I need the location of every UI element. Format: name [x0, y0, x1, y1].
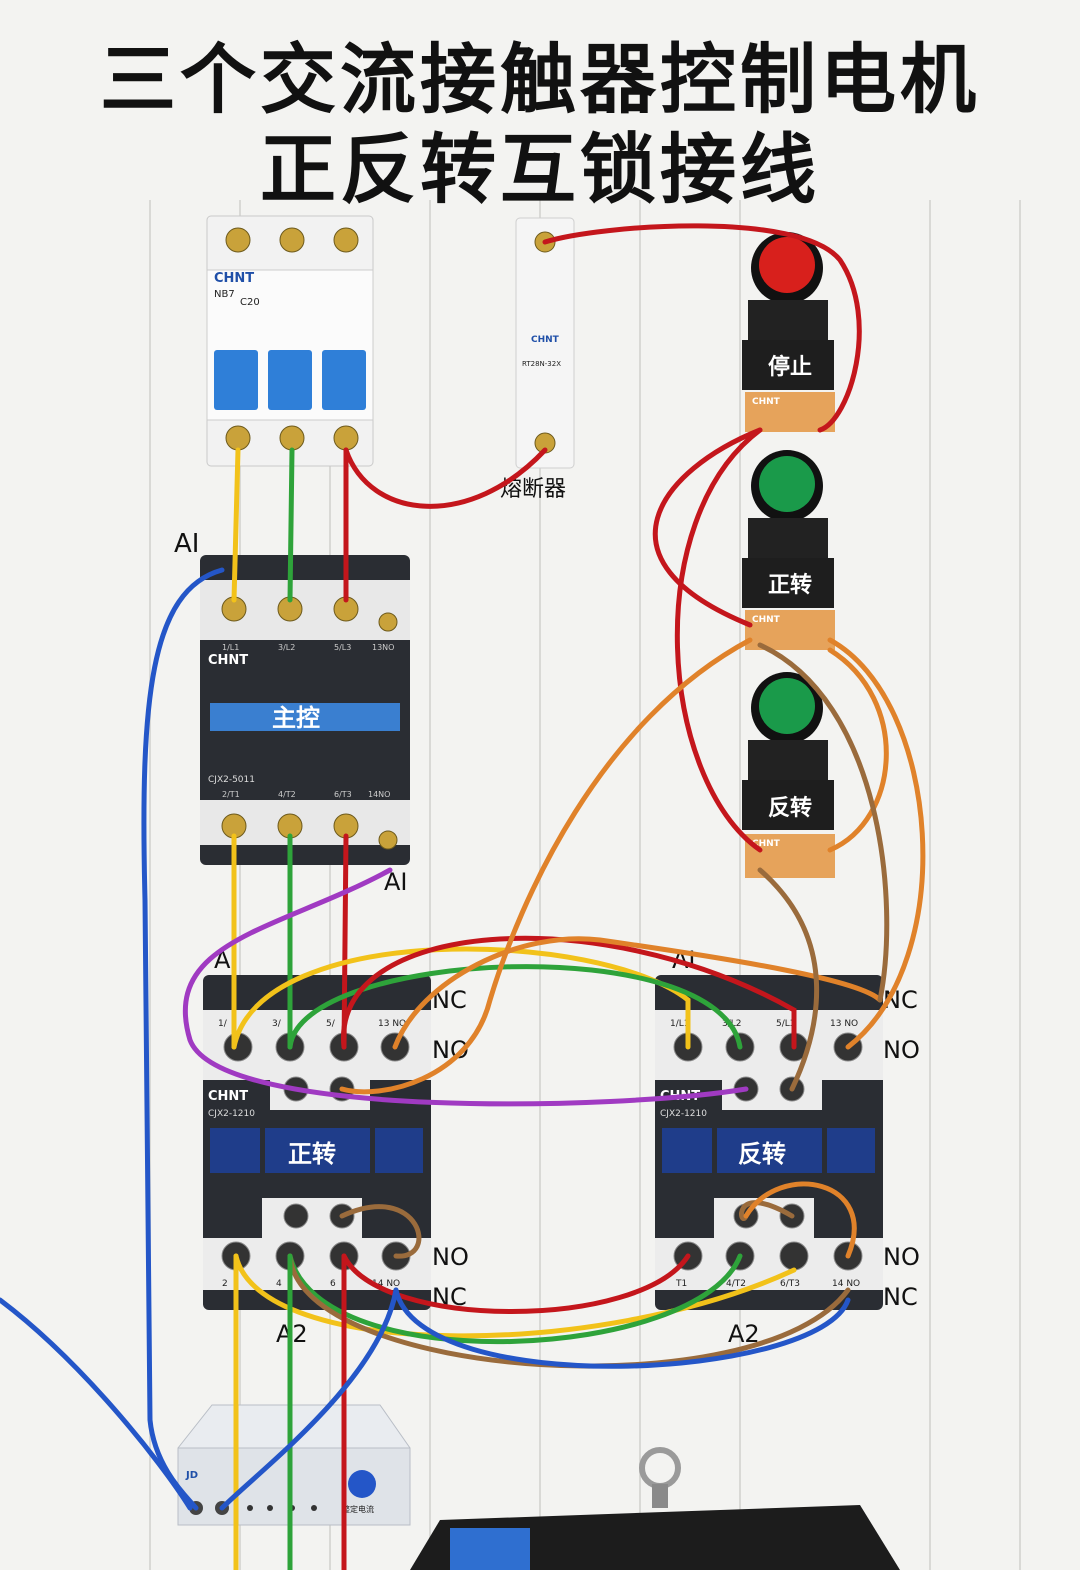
wire-orange-3 — [827, 647, 889, 853]
fwd-t1: 1/ — [218, 1019, 228, 1029]
forward-contactor-label: 正转 — [288, 1140, 336, 1168]
breaker-bottom-screws — [225, 425, 359, 451]
reverse-contactor-label: 反转 — [738, 1140, 786, 1168]
forward-button-label: 正转 — [768, 572, 812, 598]
title-line-1: 三个交流接触器控制电机 — [100, 35, 980, 124]
main-b1: 2/T1 — [222, 790, 240, 799]
main-t1: 1/L1 — [222, 643, 239, 652]
fuse: CHNT RT28N-32X 熔断器 — [500, 217, 575, 502]
wires — [0, 223, 926, 1570]
overload-relay: JD 整定电流 — [177, 1404, 411, 1526]
fwd-b1: 2 — [222, 1279, 228, 1289]
wire-bottom-red — [341, 1253, 691, 1314]
wire-orange-rev-aux — [743, 1181, 857, 1259]
wire-brown-fwd — [339, 1204, 422, 1259]
main-contactor-bottom-screws — [221, 813, 398, 850]
rev-t4: 13 NO — [830, 1019, 858, 1029]
circuit-breaker: CHNT NB7 C20 — [206, 215, 374, 467]
main-contactor: 1/L1 3/L2 5/L3 13NO CHNT 主控 CJX2-5011 2/… — [174, 529, 410, 896]
wire-stop-forward — [653, 427, 763, 628]
main-contactor-top-screws — [221, 596, 398, 632]
reverse-button-label: 反转 — [768, 795, 812, 821]
rev-b1: T1 — [675, 1279, 687, 1289]
main-coil-a1b-label: AI — [384, 868, 408, 896]
fwd-t3: 5/ — [326, 1019, 336, 1029]
fwd-t4: 13 NO — [378, 1019, 406, 1029]
fwd-b2: 4 — [276, 1279, 282, 1289]
wire-bottom-blue — [393, 1287, 851, 1369]
reverse-bottom-no: NO — [883, 1243, 920, 1271]
wire-bottom-yellow — [233, 1253, 797, 1339]
overload-knob[interactable] — [348, 1470, 376, 1498]
forward-contactor-brand: CHNT — [208, 1089, 248, 1104]
wire-coil-purple — [182, 867, 749, 1107]
wire-orange-4 — [392, 936, 883, 1050]
fuse-brand: CHNT — [531, 335, 560, 345]
wire-cross-red — [341, 935, 797, 1050]
reverse-top-no: NO — [883, 1036, 920, 1064]
wire-orange-2 — [827, 637, 926, 1050]
rev-b3: 6/T3 — [780, 1279, 800, 1289]
main-contactor-brand: CHNT — [208, 653, 248, 668]
main-b4: 14NO — [368, 790, 390, 799]
wire-l1-yellow — [231, 447, 241, 603]
overload-relay-brand: JD — [185, 1470, 198, 1481]
reverse-button[interactable]: 反转 CHNT — [742, 672, 835, 878]
forward-button[interactable]: 正转 CHNT — [742, 450, 835, 650]
main-contactor-model: CJX2-5011 — [208, 775, 255, 785]
wire-fuse-stop — [542, 223, 862, 433]
rev-b2: 4/T2 — [726, 1279, 746, 1289]
wire-neutral-in — [0, 1297, 193, 1511]
reverse-button-brand: CHNT — [752, 839, 781, 849]
main-coil-a1-label: AI — [174, 529, 199, 559]
wire-stop-reverse — [674, 427, 763, 853]
main-t2: 3/L2 — [278, 643, 295, 652]
title-line-2: 正反转互锁接线 — [260, 125, 820, 214]
wire-main-fwd-l3 — [341, 833, 349, 1050]
reverse-bottom-nc: NC — [883, 1283, 918, 1311]
breaker-top-screws — [225, 227, 359, 253]
reverse-contactor-model: CJX2-1210 — [660, 1109, 707, 1119]
main-t3: 5/L3 — [334, 643, 351, 652]
stop-button-label: 停止 — [768, 354, 812, 380]
breaker-rating: C20 — [240, 297, 260, 308]
breaker-handles[interactable] — [214, 350, 366, 410]
fuse-model: RT28N-32X — [522, 360, 561, 368]
wire-l2-green — [287, 447, 295, 603]
main-b2: 4/T2 — [278, 790, 296, 799]
stop-button[interactable]: 停止 CHNT — [742, 232, 835, 432]
wire-fuse-in — [343, 447, 548, 509]
wire-brown-rev — [739, 1200, 795, 1221]
fwd-b4: 14 NO — [372, 1279, 400, 1289]
main-b3: 6/T3 — [334, 790, 352, 799]
main-t4: 13NO — [372, 643, 394, 652]
breaker-brand: CHNT — [214, 271, 254, 286]
rev-b4: 14 NO — [832, 1279, 860, 1289]
breaker-model: NB7 — [214, 289, 235, 300]
rev-t3: 5/L3 — [776, 1019, 796, 1029]
wire-brown-rev-btn — [757, 867, 820, 1092]
wire-orange-1 — [339, 637, 753, 1095]
forward-contactor: 1/ 3/ 5/ 13 NO CHNT CJX2-1210 正转 2 4 6 1… — [203, 946, 469, 1348]
wire-brown-fwd-btn — [757, 642, 890, 1003]
wire-neutral-return — [219, 1287, 399, 1511]
wire-cross-green — [287, 964, 743, 1050]
rev-t1: 1/L1 — [670, 1019, 690, 1029]
main-contactor-label: 主控 — [272, 704, 320, 732]
fwd-t2: 3/ — [272, 1019, 282, 1029]
stop-button-brand: CHNT — [752, 397, 781, 407]
overload-leds — [247, 1505, 317, 1511]
wire-bottom-green — [287, 1253, 743, 1345]
fwd-b3: 6 — [330, 1279, 336, 1289]
forward-contactor-model: CJX2-1210 — [208, 1109, 255, 1119]
overload-knob-label: 整定电流 — [342, 1504, 374, 1514]
forward-button-brand: CHNT — [752, 615, 781, 625]
forward-bottom-no: NO — [432, 1243, 469, 1271]
motor — [410, 1447, 900, 1570]
